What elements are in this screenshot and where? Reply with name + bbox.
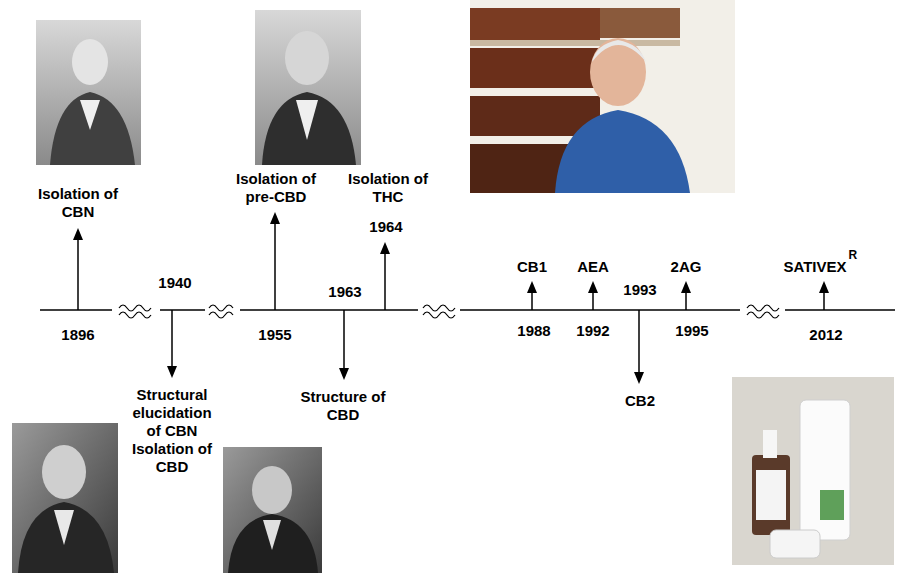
event-label: Isolation of pre-CBD [234,170,318,206]
year-label: 1988 [517,322,550,340]
event-label: Isolation of CBN [38,185,118,221]
portrait-photo [36,20,141,165]
portrait-photo [255,10,361,165]
event-label: AEA [577,258,609,276]
year-label: 1940 [158,274,191,292]
timeline-axis [40,309,895,311]
year-label: 1995 [675,322,708,340]
year-label: 1993 [623,281,656,299]
year-label: 1963 [328,283,361,301]
year-label: 2012 [809,326,842,344]
event-label: CB1 [517,258,547,276]
event-label: Isolation of THC [346,170,430,206]
event-label: Structural elucidation of CBN Isolation … [127,386,217,476]
portrait-photo [223,447,322,573]
arrow-head [73,212,829,384]
year-label: 1992 [576,322,609,340]
event-label: CB2 [625,392,655,410]
trademark-mark: R [849,248,858,262]
year-label: 1964 [369,218,402,236]
product-label: SATIVEX [783,258,846,276]
event-arrow [78,222,824,374]
product-photo [732,377,894,565]
year-label: 1955 [258,326,291,344]
event-label: Structure of CBD [298,388,388,424]
axis-break [119,305,779,318]
portrait-photo [12,423,118,573]
year-label: 1896 [61,326,94,344]
portrait-photo [470,0,735,193]
event-label: 2AG [671,258,702,276]
